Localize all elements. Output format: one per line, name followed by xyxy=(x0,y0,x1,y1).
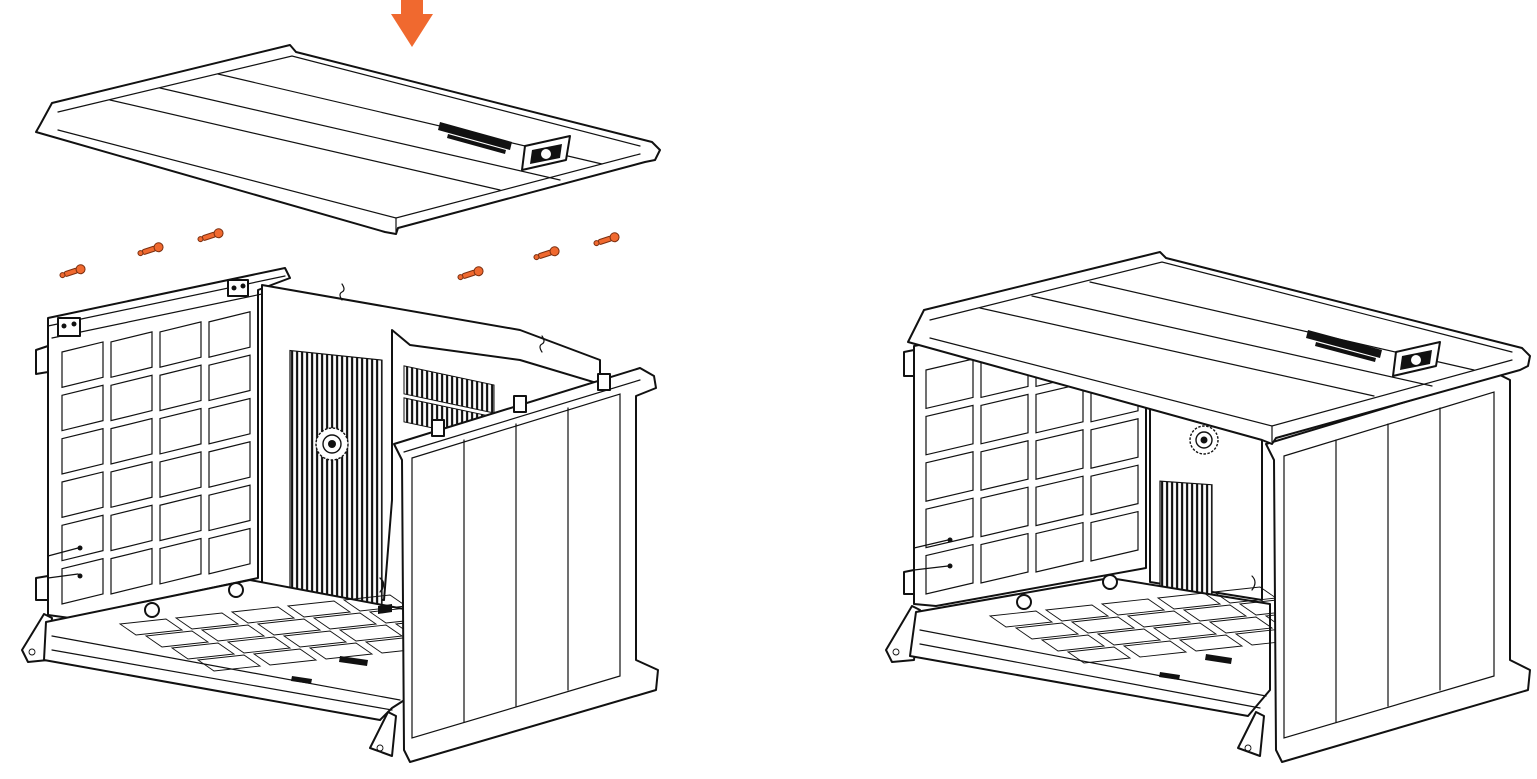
tray-grid xyxy=(118,594,486,672)
pin-group xyxy=(59,228,620,281)
push-pin-icon xyxy=(457,266,484,281)
brand-logo-badge-assembled xyxy=(1306,330,1441,377)
fan-badge xyxy=(315,427,349,461)
push-pin-icon xyxy=(137,242,164,257)
brand-logo-badge xyxy=(438,122,571,171)
lid-panel xyxy=(35,44,661,235)
mesh-side-panel xyxy=(21,267,291,663)
mesh-grid xyxy=(61,311,251,605)
lid-panel-assembled xyxy=(907,251,1531,445)
vent-grille xyxy=(289,349,383,621)
upper-vent xyxy=(403,365,495,414)
push-pin-icon xyxy=(533,246,560,261)
exploded-view xyxy=(21,0,661,763)
push-pin-icon xyxy=(59,264,86,279)
down-arrow-icon xyxy=(391,0,433,47)
fan-badge-assembled xyxy=(1189,425,1219,455)
push-pin-icon xyxy=(197,228,224,243)
front-panel xyxy=(378,367,659,763)
assembled-view xyxy=(885,251,1531,763)
front-panel-assembled xyxy=(1265,373,1531,763)
base-tray-assembled xyxy=(909,574,1356,757)
push-pin-icon xyxy=(593,232,620,247)
